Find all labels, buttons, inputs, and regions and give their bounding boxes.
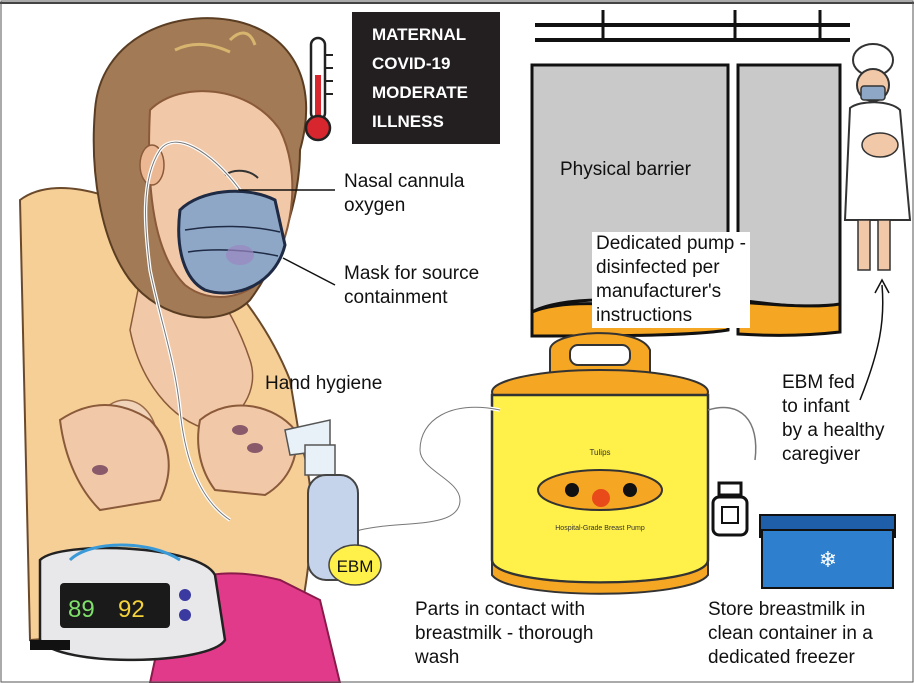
freezer: ❄ [760,515,895,588]
fingernail-3 [92,465,108,475]
bottle-label: EBM [337,557,374,576]
snowflake-icon: ❄ [819,547,837,572]
curtain-hem-right [738,302,840,335]
curtain-right [738,65,840,307]
label-dedicated-pump: Dedicated pump - disinfected per manufac… [592,232,750,328]
monitor-reading-2: 92 [118,596,145,623]
fingernail-2 [247,443,263,453]
breast-pump: Tulips Hospital-Grade Breast Pump [492,333,708,594]
right-hand [198,406,296,495]
pulse-oximeter: 89 92 [30,545,225,660]
pump-tube-2 [708,407,756,460]
label-hand-hygiene: Hand hygiene [265,372,382,396]
label-parts-wash: Parts in contact with breastmilk - thoro… [415,598,593,670]
face-mask [179,191,285,293]
pump-model: Hospital-Grade Breast Pump [555,525,645,532]
caregiver-gown [845,102,910,220]
mask-leader [283,258,335,285]
caregiver-leg [858,220,870,270]
caregiver-leg-2 [878,220,890,270]
pump-brand: Tulips [589,448,610,457]
mask-tint [226,245,254,265]
milk-container-icon [713,483,747,535]
maternal-illness-banner: MATERNAL COVID-19 MODERATE ILLNESS [352,12,500,144]
label-mask: Mask for source containment [344,262,479,310]
infant [862,133,898,157]
fingernail [232,425,248,435]
label-ebm-fed: EBM fed to infant by a healthy caregiver [782,371,884,467]
label-physical-barrier: Physical barrier [560,158,691,182]
label-store-breastmilk: Store breastmilk in clean container in a… [708,598,873,670]
monitor-reading-1: 89 [68,596,95,623]
caregiver-figure [845,44,910,270]
caregiver-mask [861,86,885,100]
label-nasal-cannula: Nasal cannula oxygen [344,170,464,218]
thermometer-icon [306,38,333,140]
